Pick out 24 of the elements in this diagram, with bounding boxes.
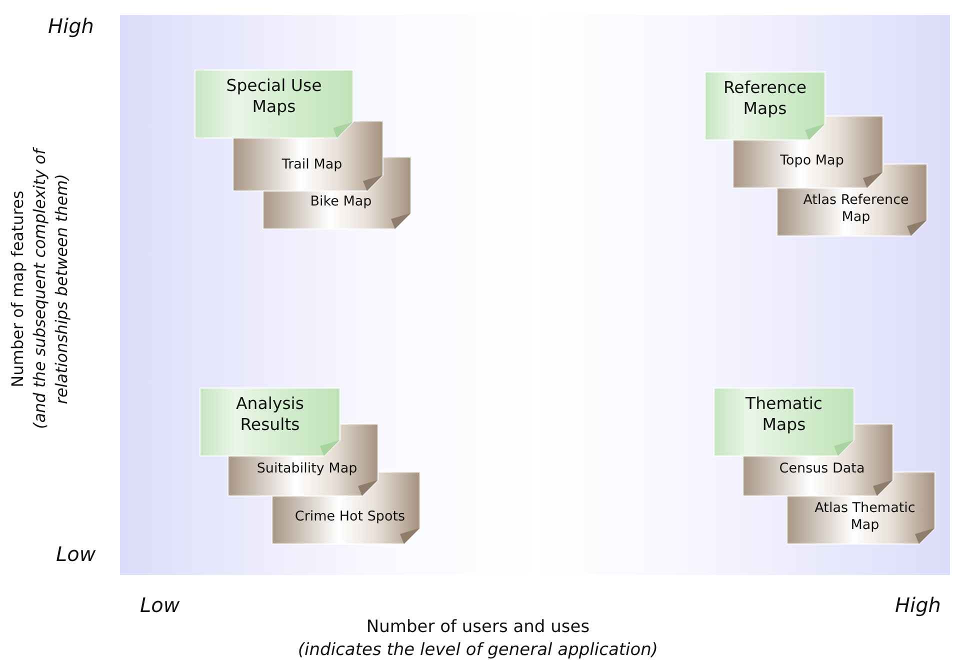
example-label: Census Data	[778, 460, 866, 478]
axis-subtitle: (and the subsequent complexity of relationships between them)	[29, 146, 72, 432]
category-card	[705, 72, 825, 140]
example-label: Crime Hot Spots	[294, 508, 406, 526]
category-title: Reference Maps	[722, 78, 808, 120]
category-card	[200, 388, 340, 456]
axis-tick-label: Low	[56, 542, 96, 566]
axis-tick-label: High	[895, 593, 941, 617]
example-label: Topo Map	[779, 152, 845, 170]
example-label: Suitability Map	[256, 460, 358, 478]
example-label: Atlas Reference Map	[802, 192, 910, 226]
example-label: Bike Map	[309, 194, 373, 211]
axis-tick-label: Low	[140, 593, 180, 617]
axis-subtitle: (indicates the level of general application)	[296, 640, 660, 660]
example-label: Atlas Thematic Map	[814, 500, 916, 534]
axis-tick-label: High	[48, 14, 94, 38]
category-title: Analysis Results	[235, 394, 305, 436]
category-card	[195, 70, 353, 138]
category-title: Thematic Maps	[744, 394, 824, 436]
axis-title: Number of map features	[7, 190, 28, 390]
category-card	[714, 388, 854, 456]
category-title: Special Use Maps	[225, 76, 323, 118]
example-label: Trail Map	[280, 156, 344, 174]
axis-title: Number of users and uses	[365, 617, 591, 637]
